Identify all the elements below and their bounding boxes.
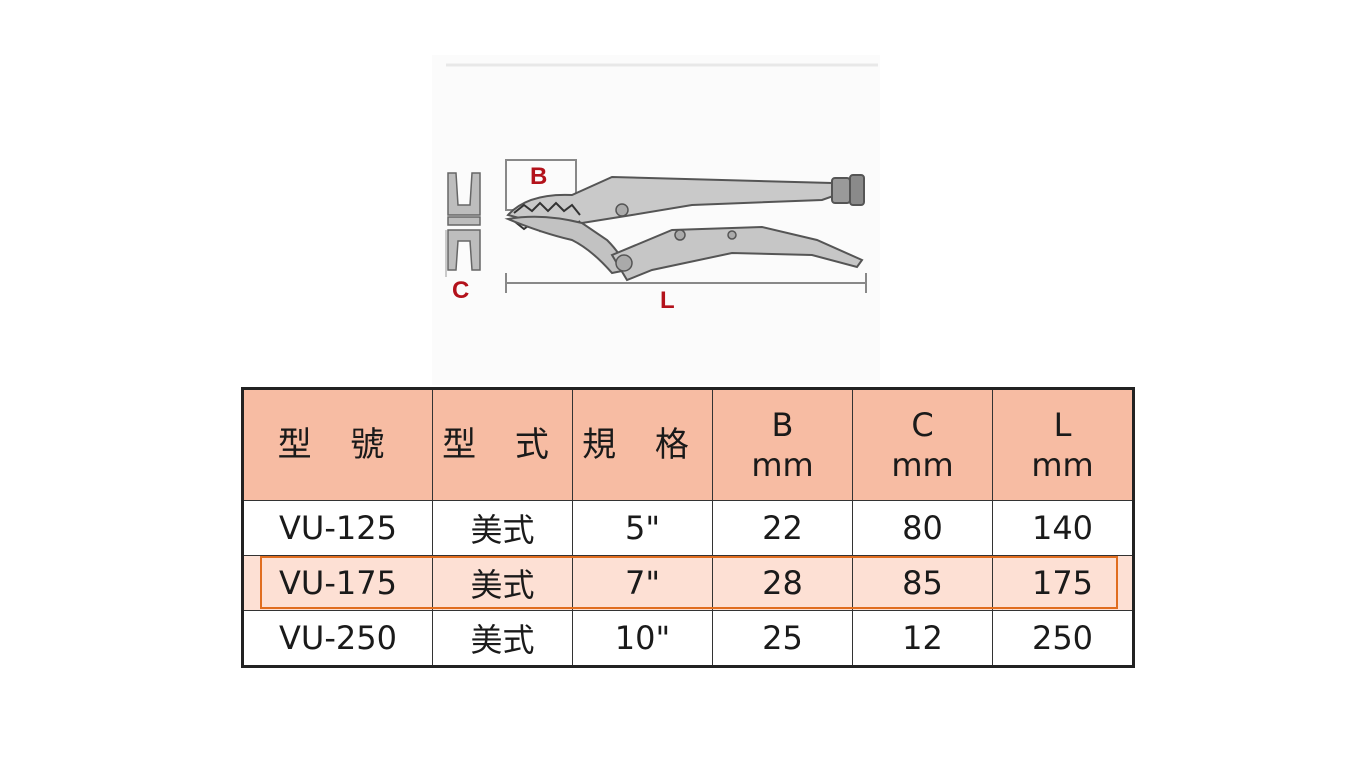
cell-c: 12 xyxy=(852,610,993,667)
cell-b: 22 xyxy=(712,500,853,556)
jaw-side-view xyxy=(447,172,481,271)
dimension-label-c: C xyxy=(452,277,470,304)
cell-c: 85 xyxy=(852,555,993,611)
cell-c: 80 xyxy=(852,500,993,556)
cell-model: VU-175 xyxy=(242,555,433,611)
header-type: 型 式 xyxy=(432,388,573,501)
table-row: VU-250 美式 10" 25 12 250 xyxy=(242,610,1134,667)
plier-body xyxy=(504,174,865,282)
cell-l: 175 xyxy=(992,555,1134,611)
cell-model: VU-250 xyxy=(242,610,433,667)
cell-l: 140 xyxy=(992,500,1134,556)
cell-type: 美式 xyxy=(432,500,573,556)
dimension-label-b: B xyxy=(530,163,548,190)
cell-size: 5" xyxy=(572,500,713,556)
cell-b: 28 xyxy=(712,555,853,611)
cell-size: 7" xyxy=(572,555,713,611)
cell-model: VU-125 xyxy=(242,500,433,556)
header-model: 型 號 xyxy=(242,388,433,501)
cell-size: 10" xyxy=(572,610,713,667)
cell-b: 25 xyxy=(712,610,853,667)
header-size: 規 格 xyxy=(572,388,713,501)
cell-type: 美式 xyxy=(432,555,573,611)
table-row-highlighted: VU-175 美式 7" 28 85 175 xyxy=(242,555,1134,611)
locking-plier-illustration xyxy=(445,63,878,293)
cell-type: 美式 xyxy=(432,610,573,667)
plier-dimension-diagram: B C L xyxy=(432,55,880,385)
dimension-label-l: L xyxy=(660,287,675,314)
table-row: VU-125 美式 5" 22 80 140 xyxy=(242,500,1134,556)
cell-l: 250 xyxy=(992,610,1134,667)
